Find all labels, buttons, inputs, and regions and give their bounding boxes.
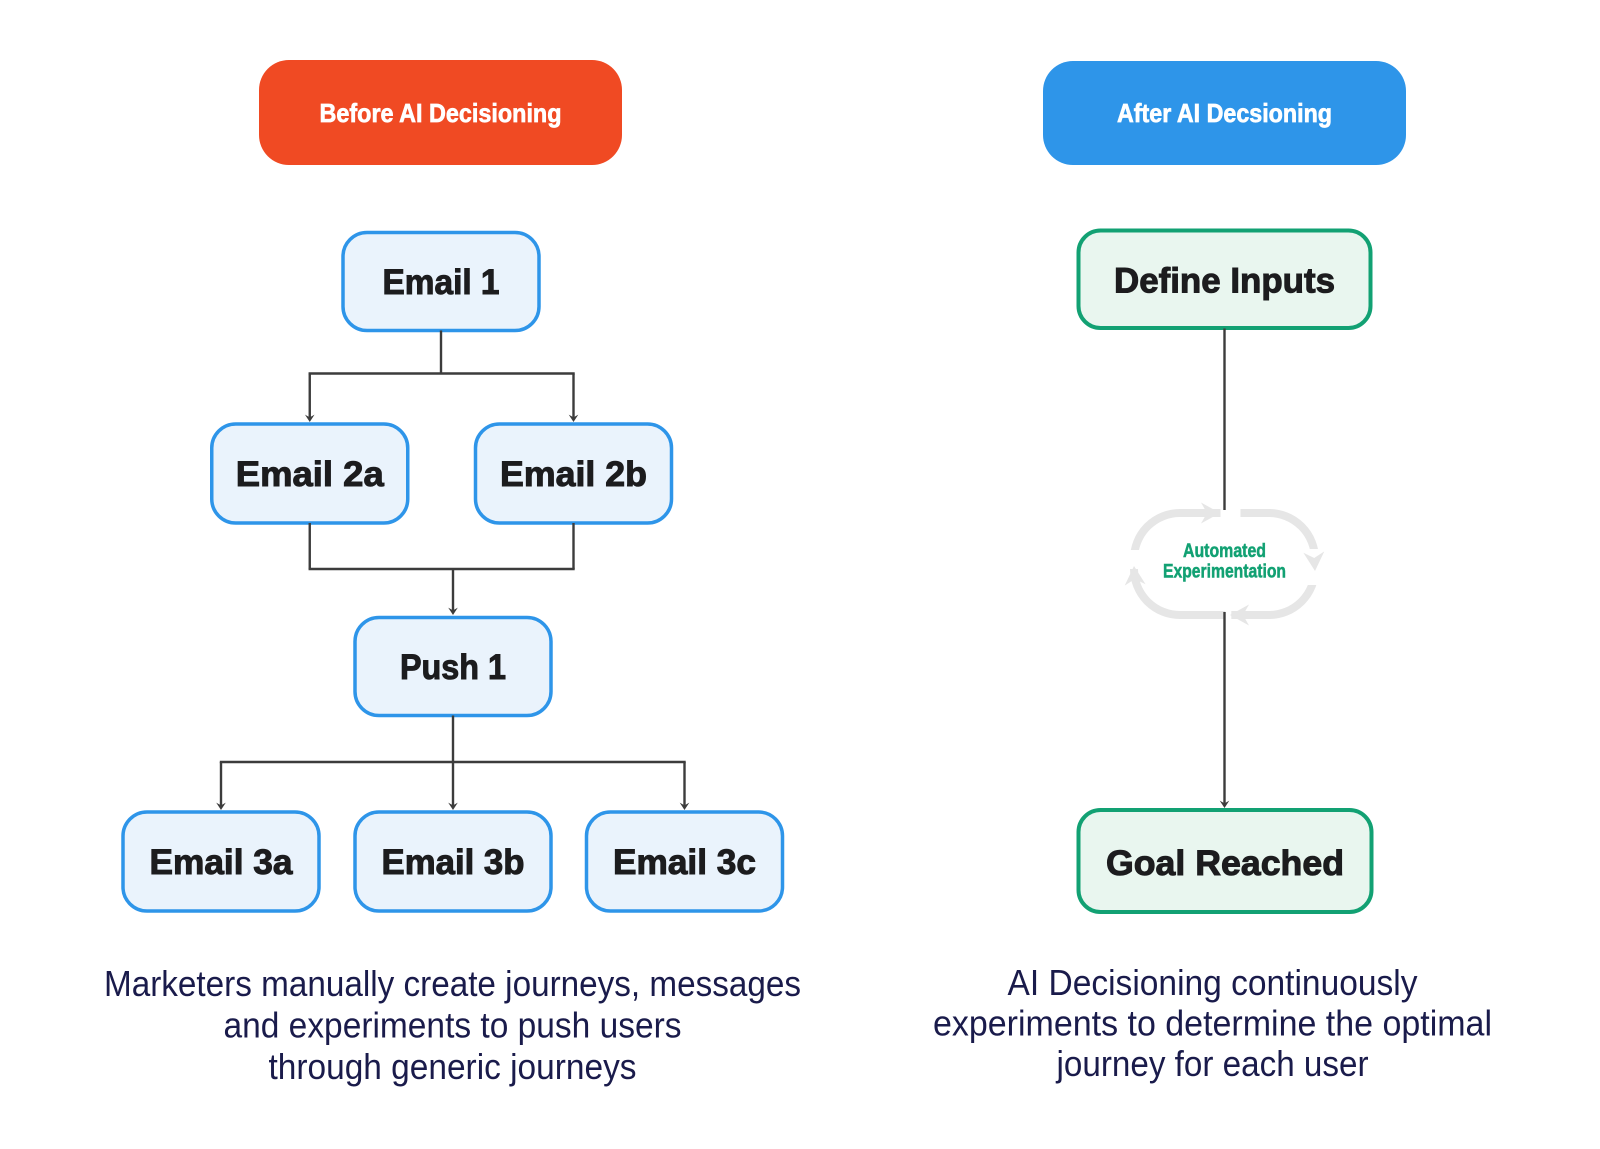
svg-text:experiments to determine the o: experiments to determine the optimal xyxy=(933,1003,1492,1044)
svg-text:Define Inputs: Define Inputs xyxy=(1114,262,1335,301)
svg-text:Marketers manually create jour: Marketers manually create journeys, mess… xyxy=(104,963,801,1004)
svg-text:Push 1: Push 1 xyxy=(400,648,506,687)
svg-text:Email 3c: Email 3c xyxy=(613,843,756,882)
svg-text:journey for each user: journey for each user xyxy=(1056,1043,1369,1084)
svg-text:Email 1: Email 1 xyxy=(383,263,500,302)
svg-text:Email 3a: Email 3a xyxy=(150,843,294,882)
svg-text:Goal Reached: Goal Reached xyxy=(1106,844,1344,883)
svg-text:Email 3b: Email 3b xyxy=(382,843,525,882)
svg-text:Email 2a: Email 2a xyxy=(236,455,385,494)
svg-text:Automated: Automated xyxy=(1183,541,1266,562)
svg-text:and experiments to push users: and experiments to push users xyxy=(224,1005,682,1046)
svg-text:through generic journeys: through generic journeys xyxy=(269,1046,637,1087)
svg-text:Email 2b: Email 2b xyxy=(500,455,647,494)
svg-text:After AI Decsioning: After AI Decsioning xyxy=(1117,98,1332,128)
svg-text:AI Decisioning continuously: AI Decisioning continuously xyxy=(1008,962,1418,1003)
svg-text:Experimentation: Experimentation xyxy=(1163,562,1286,583)
svg-text:Before AI Decisioning: Before AI Decisioning xyxy=(320,98,562,128)
